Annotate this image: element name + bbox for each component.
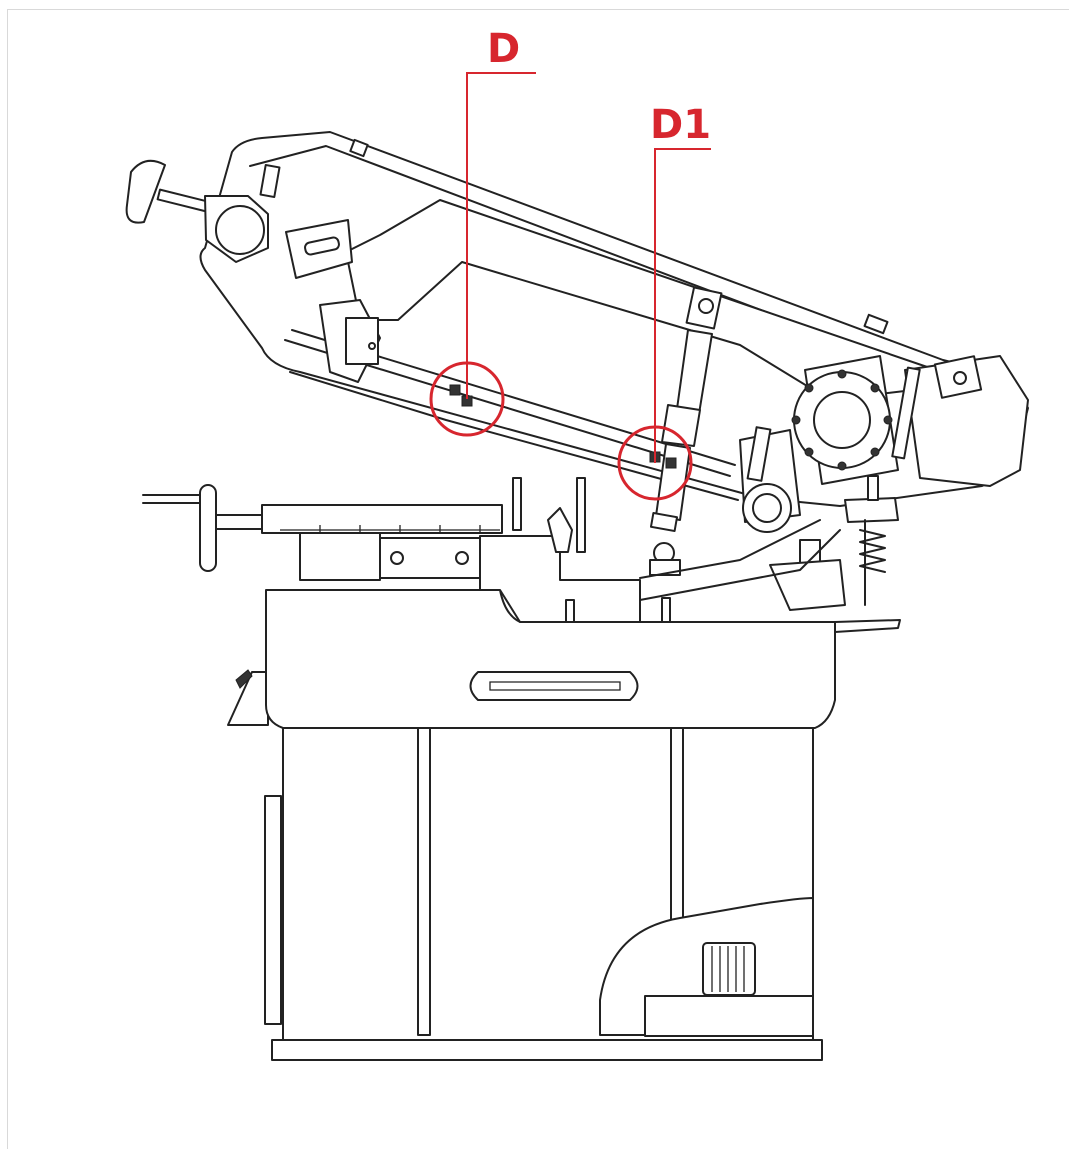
hydraulic-cylinder xyxy=(649,286,723,576)
left-blade-guide xyxy=(319,299,381,383)
callout-d1: D1 xyxy=(617,102,711,501)
machine-stand xyxy=(264,719,823,1061)
callout-d1-leader xyxy=(654,148,711,463)
callout-d-label: D xyxy=(487,26,520,72)
blade-tension-handle xyxy=(125,159,353,279)
motor xyxy=(891,355,1029,487)
callout-d-leader xyxy=(466,72,536,399)
vise-assembly xyxy=(142,477,641,623)
callout-d: D xyxy=(429,26,536,437)
coolant-pump xyxy=(702,942,756,996)
work-table xyxy=(227,589,901,729)
image-frame xyxy=(7,9,1069,1149)
gearbox-motor xyxy=(639,355,1029,623)
gearbox-wheel xyxy=(791,355,899,485)
callout-d1-label: D1 xyxy=(650,102,711,148)
